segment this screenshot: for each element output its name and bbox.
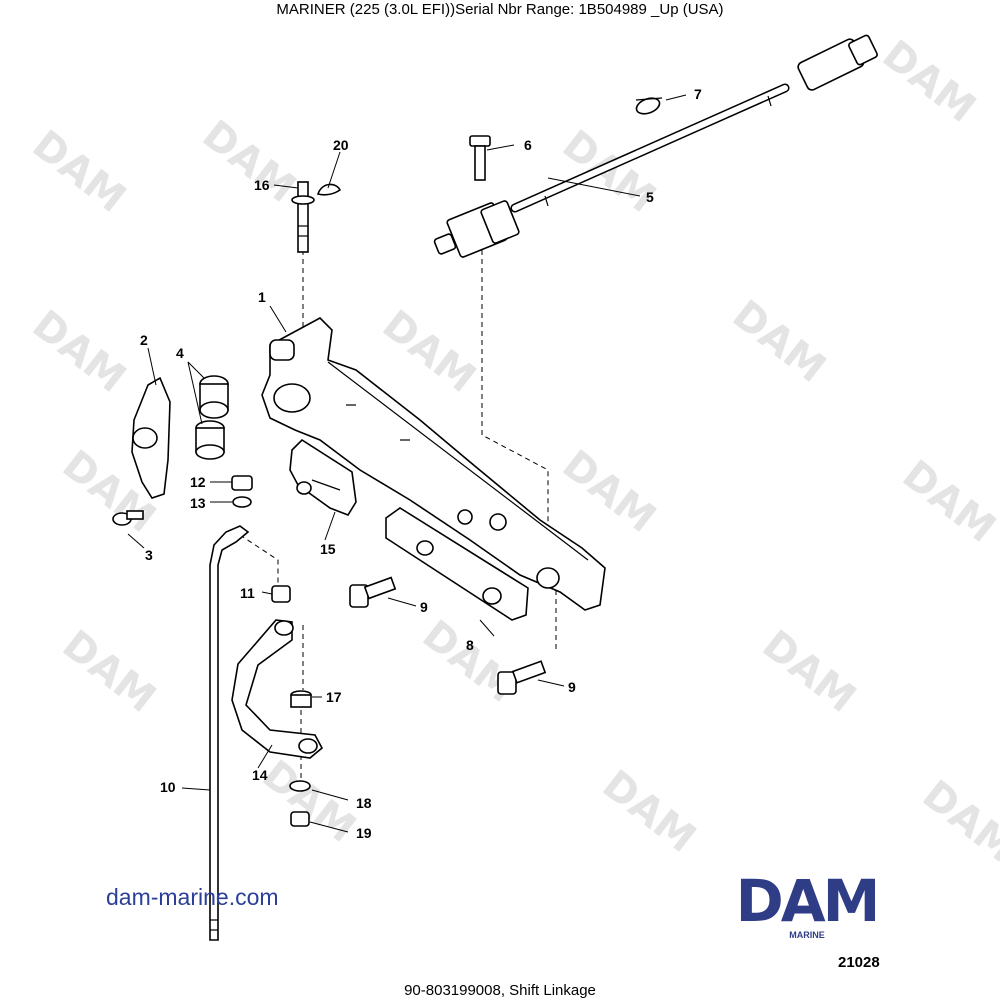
watermark: DAM [414, 612, 524, 712]
dam-marine-link[interactable]: dam-marine.com [106, 884, 279, 910]
watermark: DAM [24, 122, 134, 222]
logo-subtext: MARINE [789, 930, 825, 940]
pivot-pin [291, 181, 315, 253]
callout-18: 18 [356, 795, 372, 811]
watermark: DAM [874, 32, 984, 132]
bolt-lower [497, 660, 547, 695]
watermark-layer: DAM DAM DAM DAM DAM DAM DAM DAM DAM DAM … [24, 32, 1000, 872]
page-caption: 90-803199008, Shift Linkage [404, 982, 596, 999]
assembly-line [239, 534, 279, 585]
watermark: DAM [374, 302, 484, 402]
callout-14: 14 [252, 767, 268, 783]
callout-8: 8 [466, 637, 474, 653]
nut-12 [231, 475, 253, 491]
callout-9-upper: 9 [420, 599, 428, 615]
cable-clip [635, 97, 663, 115]
callout-15: 15 [320, 541, 336, 557]
callout-1: 1 [258, 289, 266, 305]
callout-12: 12 [190, 474, 206, 490]
watermark: DAM [24, 302, 134, 402]
callout-13: 13 [190, 495, 206, 511]
page-title: MARINER (225 (3.0L EFI))Serial Nbr Range… [276, 1, 724, 18]
watermark: DAM [54, 622, 164, 722]
shift-slide [385, 507, 529, 621]
shift-lever-arm [231, 619, 324, 759]
nut-19 [290, 811, 310, 827]
callout-4: 4 [176, 345, 184, 361]
callout-11: 11 [240, 585, 255, 601]
neutral-switch [433, 200, 520, 258]
retaining-clip [316, 183, 342, 196]
leader-lines [127, 94, 687, 833]
callout-2: 2 [140, 332, 148, 348]
callout-9-lower: 9 [568, 679, 576, 695]
bolt-upper [349, 576, 397, 608]
dam-logo: DAM [714, 872, 899, 936]
callout-16: 16 [254, 177, 270, 193]
watermark: DAM [754, 622, 864, 722]
callout-7: 7 [694, 86, 702, 102]
watermark: DAM [194, 112, 304, 212]
watermark: DAM [554, 442, 664, 542]
washer-18 [289, 780, 311, 792]
switch-screw [469, 135, 491, 181]
callout-3: 3 [145, 547, 153, 563]
watermark: DAM [894, 452, 1000, 552]
callout-5: 5 [646, 189, 654, 205]
assembly-line [481, 250, 549, 545]
callout-6: 6 [524, 137, 532, 153]
callout-19: 19 [356, 825, 372, 841]
logo-text: DAM [735, 867, 881, 935]
bushing-17 [290, 690, 312, 708]
shift-switch-harness [510, 34, 878, 213]
nut-11 [271, 585, 291, 603]
washer-13 [232, 496, 252, 508]
callout-20: 20 [333, 137, 349, 153]
switch-bracket [289, 438, 357, 516]
shift-cover [131, 376, 171, 499]
bushing-lower [195, 420, 225, 460]
callout-17: 17 [326, 689, 342, 705]
callout-10: 10 [160, 779, 176, 795]
watermark: DAM [914, 772, 1000, 872]
figure-number: 21028 [838, 954, 880, 971]
assembly-lines [239, 250, 557, 780]
shift-rod [209, 525, 250, 941]
callout-labels: 1 2 3 4 5 6 7 8 9 9 10 11 12 13 14 15 16… [140, 86, 702, 841]
bushing-upper [199, 375, 229, 419]
watermark: DAM [254, 752, 364, 852]
watermark: DAM [594, 762, 704, 862]
watermark: DAM [554, 122, 664, 222]
cover-screw [112, 510, 144, 526]
watermark: DAM [724, 292, 834, 392]
shift-bracket [261, 317, 606, 611]
